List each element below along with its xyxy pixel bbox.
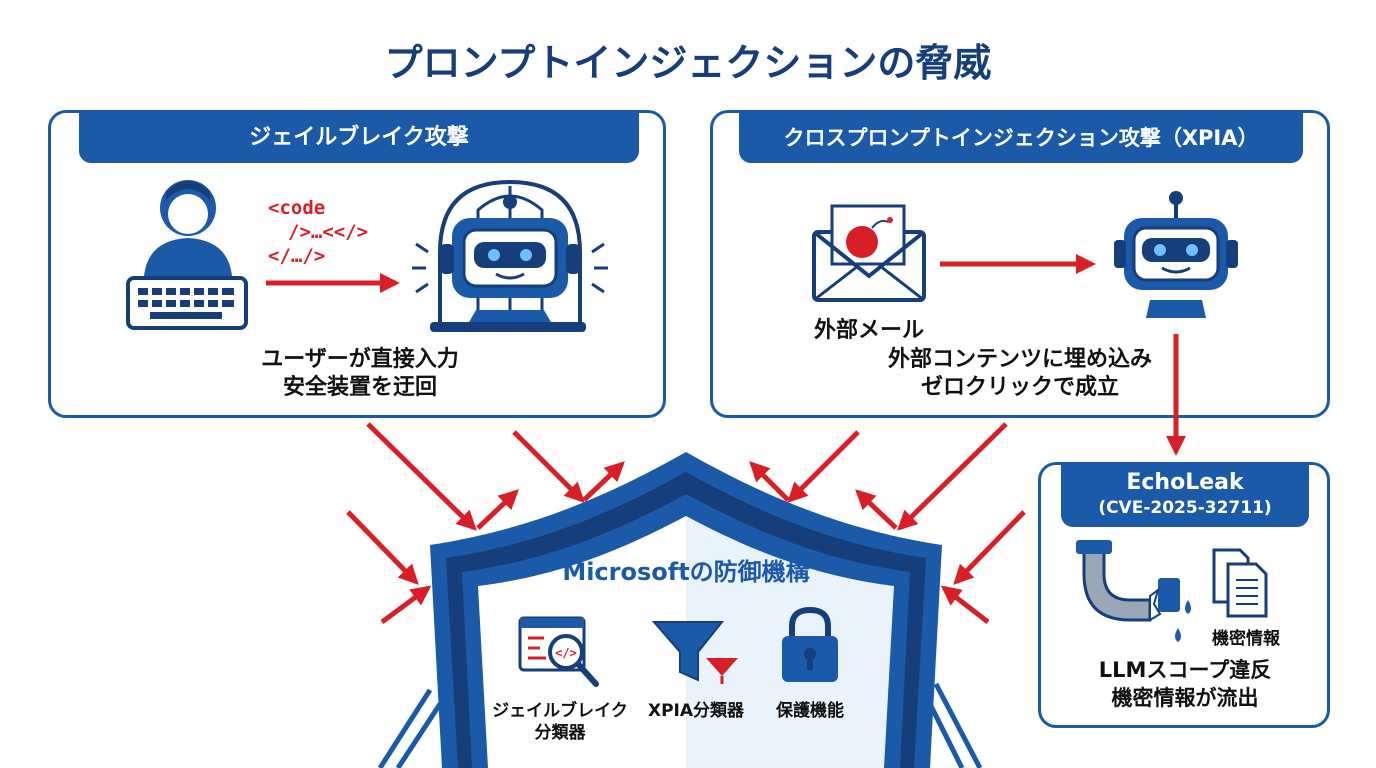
page-title: プロンプトインジェクションの脅威 xyxy=(384,41,992,85)
jailbreak-header: ジェイルブレイク攻撃 xyxy=(79,113,639,163)
attack-arrow xyxy=(476,489,519,530)
attack-arrow xyxy=(582,461,625,502)
email-label: 外部メール xyxy=(813,318,924,343)
jailbreak-caption-line1: ユーザーが直接入力 xyxy=(261,347,459,372)
attack-arrow xyxy=(749,461,790,502)
attack-arrow xyxy=(940,585,990,624)
defense-item-jailbreak-classifier: ジェイルブレイク 分類器 xyxy=(480,700,640,744)
code-line-2: />…<</> xyxy=(288,221,368,243)
code-line-3: </…/> xyxy=(268,245,325,267)
xpia-caption: 外部コンテンツに埋め込み ゼロクリックで成立 xyxy=(850,346,1190,402)
attack-arrow xyxy=(787,430,860,503)
attack-arrow xyxy=(512,430,585,503)
defense-item-protection: 保護機能 xyxy=(760,700,860,722)
svg-text:</>: </> xyxy=(555,646,577,660)
echoleak-caption-line1: LLMスコープ違反 xyxy=(1098,658,1272,682)
filter-icon xyxy=(651,621,738,684)
echoleak-caption-line2: 機密情報が流出 xyxy=(1111,686,1259,710)
echoleak-title: EchoLeak xyxy=(1126,470,1244,495)
xpia-header: クロスプロンプトインジェクション攻撃（XPIA） xyxy=(739,113,1303,163)
attack-arrow xyxy=(897,422,1008,531)
keyboard-icon xyxy=(126,276,248,330)
jailbreak-caption: ユーザーが直接入力 安全装置を迂回 xyxy=(230,346,490,402)
attack-arrows xyxy=(346,422,1026,625)
doc-label: 機密情報 xyxy=(1212,629,1280,649)
attack-arrow xyxy=(855,489,898,530)
robot-cage-icon xyxy=(412,179,608,332)
attack-arrow xyxy=(953,510,1026,585)
leaking-pipe-icon xyxy=(1076,540,1191,642)
attack-arrow xyxy=(346,510,419,585)
defense-item-label: 分類器 xyxy=(534,723,586,743)
defense-title: Microsoftの防御機構 xyxy=(562,558,810,586)
user-icon xyxy=(144,180,232,276)
echoleak-caption: LLMスコープ違反 機密情報が流出 xyxy=(1060,656,1310,712)
xpia-caption-line2: ゼロクリックで成立 xyxy=(920,375,1119,400)
defense-item-label: XPIA分類器 xyxy=(647,701,745,721)
email-icon xyxy=(812,204,926,302)
code-line-1: <code xyxy=(268,197,325,219)
defense-item-xpia-classifier: XPIA分類器 xyxy=(634,700,758,722)
robot-icon xyxy=(1114,191,1238,318)
echoleak-header: EchoLeak (CVE-2025-32711) xyxy=(1061,465,1309,527)
xpia-caption-line1: 外部コンテンツに埋め込み xyxy=(887,347,1152,372)
lock-icon xyxy=(782,606,838,682)
echoleak-cve: (CVE-2025-32711) xyxy=(1098,498,1272,518)
defense-item-label: 保護機能 xyxy=(776,701,844,721)
code-scan-icon: </> xyxy=(518,616,599,687)
documents-icon xyxy=(1212,548,1268,618)
defense-item-label: ジェイルブレイク xyxy=(492,701,628,721)
attack-arrow xyxy=(366,422,477,531)
bomb-icon xyxy=(846,226,878,258)
attack-arrow xyxy=(380,585,432,625)
jailbreak-caption-line2: 安全装置を迂回 xyxy=(282,375,437,400)
